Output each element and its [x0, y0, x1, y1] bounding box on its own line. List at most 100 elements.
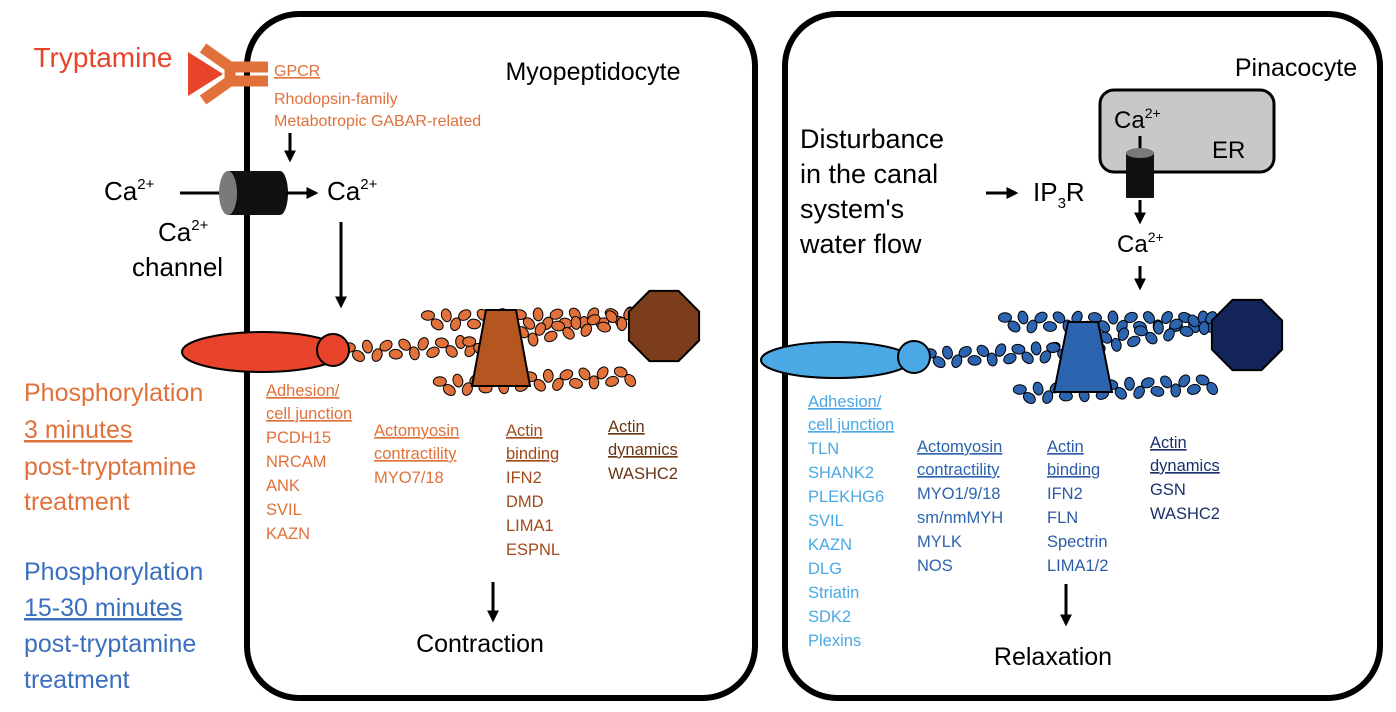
pina-actomyosin-item: NOS — [917, 557, 953, 575]
pina-adhesion-item: SHANK2 — [808, 464, 874, 482]
actin-bead — [1022, 392, 1036, 404]
myo-actomyosin-title-1: Actomyosin — [374, 422, 459, 440]
actin-bead — [1160, 375, 1173, 389]
actin-bead — [597, 321, 612, 333]
myo-adhesion-title-2: cell junction — [266, 405, 352, 423]
myo-adhesion-item: NRCAM — [266, 453, 327, 471]
myo-group-actomyosin: Actomyosin contractility MYO7/18 — [374, 422, 459, 487]
myo-binding-item: DMD — [506, 493, 544, 511]
myo-myosin-trapezoid — [470, 309, 532, 387]
actin-bead — [1026, 319, 1038, 334]
actin-bead — [450, 317, 462, 332]
actin-bead — [1042, 390, 1054, 404]
actin-bead — [551, 320, 566, 332]
relaxation-label: Relaxation — [994, 643, 1112, 671]
actin-bead — [1198, 321, 1210, 336]
actin-bead — [442, 384, 456, 396]
legend-early-line2: 3 minutes — [24, 416, 132, 444]
ca-channel-shape — [219, 171, 288, 215]
pina-dynamics-item: GSN — [1150, 481, 1186, 499]
actin-bead — [522, 317, 536, 330]
actin-bead — [1030, 341, 1042, 356]
tryptamine-ligand-shape — [188, 52, 223, 96]
actin-bead — [417, 337, 429, 351]
actin-bead — [434, 337, 449, 349]
gpcr-label-group: GPCR Rhodopsin-family Metabotropic GABAR… — [274, 63, 481, 130]
actin-bead — [361, 339, 373, 354]
actin-bead — [942, 345, 953, 360]
pina-actin-dynamics-octagon — [1210, 298, 1284, 372]
pina-dynamics-title-1: Actin — [1150, 434, 1187, 452]
actin-bead — [1169, 318, 1183, 330]
actin-bead — [1195, 374, 1210, 386]
ca-released-label: Ca2+ — [1117, 229, 1164, 258]
pina-binding-item: FLN — [1047, 509, 1078, 527]
gpcr-receptor-shape — [199, 43, 268, 105]
pina-adhesion-title-2: cell junction — [808, 416, 894, 434]
actin-bead — [1124, 376, 1135, 391]
contraction-label: Contraction — [416, 630, 544, 658]
actin-bead — [1046, 342, 1061, 353]
pina-adhesion-ellipse — [760, 341, 912, 379]
actin-bead — [1145, 331, 1158, 345]
pinacocyte-actomyosin-complex — [760, 298, 1284, 404]
legend-late-line3: post-tryptamine — [24, 630, 196, 658]
ca-outside-label: Ca2+ — [104, 176, 155, 206]
pina-group-actomyosin: Actomyosin contractility MYO1/9/18 sm/nm… — [917, 438, 1003, 575]
actin-bead — [1150, 385, 1165, 397]
myo-dynamics-title-1: Actin — [608, 418, 645, 436]
myo-dynamics-title-2: dynamics — [608, 441, 678, 459]
actin-bead — [958, 345, 972, 358]
stimulus-line-4: water flow — [799, 229, 922, 259]
legend-early-line3: post-tryptamine — [24, 453, 196, 481]
actin-bead — [1007, 320, 1021, 333]
myo-actomyosin-title-2: contractility — [374, 445, 457, 463]
legend-early-line4: treatment — [24, 488, 130, 516]
actin-bead — [559, 369, 574, 381]
pina-myosin-trapezoid — [1052, 321, 1114, 393]
actin-bead — [932, 356, 946, 369]
pina-group-adhesion: Adhesion/ cell junction TLN SHANK2 PLEKH… — [808, 393, 894, 650]
pina-binding-item: LIMA1/2 — [1047, 557, 1108, 575]
actin-bead — [1179, 325, 1194, 337]
actin-bead — [1187, 383, 1201, 395]
pina-actomyosin-item: MYLK — [917, 533, 962, 551]
pina-binding-title-1: Actin — [1047, 438, 1084, 456]
actin-bead — [1141, 377, 1155, 389]
actin-bead — [544, 330, 558, 343]
myo-actomyosin-item: MYO7/18 — [374, 469, 444, 487]
actin-bead — [562, 327, 575, 340]
actin-bead — [624, 373, 637, 388]
actin-bead — [986, 352, 998, 367]
ip3r-channel-shape — [1126, 136, 1154, 198]
actin-bead — [1187, 314, 1200, 328]
actin-bead — [1012, 384, 1027, 395]
actin-bead — [1161, 311, 1173, 324]
ip3r-label: IP3R — [1033, 177, 1085, 212]
myo-adhesion-item: PCDH15 — [266, 429, 331, 447]
stimulus-line-1: Disturbance — [800, 124, 944, 154]
actin-bead — [371, 348, 383, 362]
legend-late: Phosphorylation 15-30 minutes post-trypt… — [24, 558, 203, 694]
myo-dynamics-item: WASHC2 — [608, 465, 678, 483]
actin-bead — [1133, 325, 1148, 337]
pina-adhesion-item: KAZN — [808, 536, 852, 554]
myo-adhesion-circle — [316, 333, 350, 367]
legend-late-line4: treatment — [24, 666, 130, 694]
pina-binding-title-2: binding — [1047, 461, 1100, 479]
actin-bead — [458, 309, 472, 321]
er-label: ER — [1212, 137, 1245, 164]
myo-adhesion-item: KAZN — [266, 525, 310, 543]
myo-binding-item: IFN2 — [506, 469, 542, 487]
actin-bead — [352, 350, 365, 362]
actin-bead — [1153, 320, 1164, 335]
actin-bead — [1124, 311, 1138, 324]
myopeptidocyte-title: Myopeptidocyte — [505, 58, 680, 86]
gpcr-title: GPCR — [274, 63, 320, 80]
gpcr-subtype-1: Rhodopsin-family — [274, 91, 398, 108]
pina-dynamics-item: WASHC2 — [1150, 505, 1220, 523]
actin-bead — [421, 310, 435, 321]
pina-adhesion-title-1: Adhesion/ — [808, 393, 882, 411]
actin-bead — [596, 366, 609, 380]
